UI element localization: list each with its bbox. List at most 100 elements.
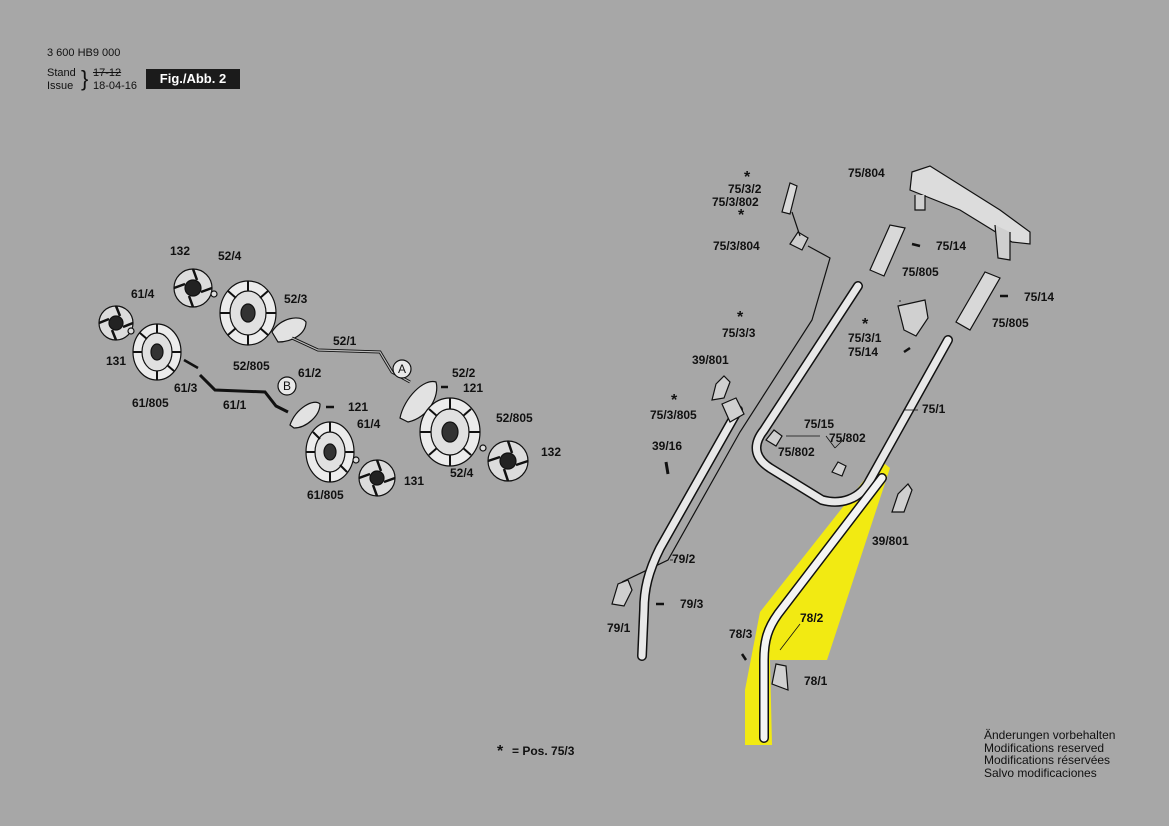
part-label: 61/4 xyxy=(131,287,155,301)
clip-75-802 xyxy=(831,461,847,477)
callout-circle-b xyxy=(277,376,297,396)
notice-es: Salvo modificaciones xyxy=(984,765,1097,780)
part-label: 75/802 xyxy=(778,445,815,459)
washer-61-4-top xyxy=(127,327,135,335)
part-label: 75/14 xyxy=(848,345,879,359)
hub-cap-131-bottom xyxy=(358,459,396,497)
part-label: 39/16 xyxy=(652,439,683,453)
part-label: 121 xyxy=(348,400,369,414)
bracket-52-3 xyxy=(271,317,307,343)
issue-date: 18-04-16 xyxy=(93,80,138,92)
bracket-52-2 xyxy=(399,380,438,423)
handle-bar-75-804 xyxy=(909,165,1031,245)
part-label: 39/801 xyxy=(692,353,729,367)
hub-cap-132-top xyxy=(173,268,213,308)
part-label: 52/4 xyxy=(450,466,474,480)
part-label: 52/1 xyxy=(333,334,357,348)
part-label: 61/2 xyxy=(298,366,322,380)
lever-75-3-2 xyxy=(781,182,798,215)
stand-old-date: 17-12 xyxy=(93,67,122,79)
doc-number: 3 600 HB9 000 xyxy=(47,47,121,59)
stand-label: Stand xyxy=(47,67,76,79)
part-label: 75/3/2 xyxy=(728,182,762,196)
part-label: 75/3/804 xyxy=(713,239,760,253)
handle-sleeve-75-805-a xyxy=(869,224,906,277)
star-marker: * xyxy=(744,169,751,186)
highlight-region xyxy=(745,460,890,745)
part-label: 132 xyxy=(541,445,562,459)
part-label: 79/1 xyxy=(607,621,631,635)
star-marker: * xyxy=(737,309,744,326)
part-label: 132 xyxy=(170,244,191,258)
part-label: 75/3/1 xyxy=(848,331,882,345)
part-label: 52/2 xyxy=(452,366,476,380)
part-label: 39/801 xyxy=(872,534,909,548)
part-label: 75/14 xyxy=(936,239,967,253)
part-label: 75/805 xyxy=(992,316,1029,330)
lever-39-801-a xyxy=(711,375,731,401)
screw-39-16 xyxy=(664,461,670,475)
part-label: 61/805 xyxy=(132,396,169,410)
modifications-notice: Änderungen vorbehalten Modifications res… xyxy=(984,729,1115,779)
cable-75-3-3 xyxy=(621,211,831,583)
screw-75-14-a xyxy=(911,242,921,248)
wheel-61-805-bottom xyxy=(305,421,355,483)
notice-de: Änderungen vorbehalten xyxy=(984,728,1116,742)
bracket-61-2 xyxy=(289,401,321,429)
part-label: 61/805 xyxy=(307,488,344,502)
screw-61-3 xyxy=(183,358,199,370)
handle-sleeve-75-805-b xyxy=(955,271,1001,331)
part-label: 78/2 xyxy=(800,611,824,625)
notice-en: Modifications reserved xyxy=(984,740,1105,755)
lever-39-801-b xyxy=(891,483,913,513)
part-label: 52/4 xyxy=(218,249,242,263)
issue-label: Issue xyxy=(47,80,74,92)
part-label: 61/1 xyxy=(223,398,247,412)
part-label: 75/802 xyxy=(829,431,866,445)
part-label: 131 xyxy=(404,474,425,488)
star-marker: * xyxy=(862,316,869,333)
part-label: 52/805 xyxy=(496,411,533,425)
part-label: 75/804 xyxy=(848,166,885,180)
part-label: 61/3 xyxy=(174,381,198,395)
part-label: 52/3 xyxy=(284,292,308,306)
clip-78-1 xyxy=(771,663,789,691)
part-label: 78/1 xyxy=(804,674,828,688)
clip-79-1 xyxy=(611,579,633,607)
notice-fr: Modifications réservées xyxy=(984,753,1111,768)
part-label: 75/3/805 xyxy=(650,408,697,422)
part-label: 79/2 xyxy=(672,552,696,566)
hub-cap-131-left xyxy=(98,305,134,341)
star-marker: * xyxy=(671,392,678,409)
part-label: 75/15 xyxy=(804,417,835,431)
part-label: 131 xyxy=(106,354,127,368)
brace-icon: } xyxy=(81,66,89,91)
part-label: 75/14 xyxy=(1024,290,1055,304)
callout-letter-b: B xyxy=(283,379,292,393)
clamp-75-3-805 xyxy=(721,397,745,423)
part-label: 75/805 xyxy=(902,265,939,279)
wheel-52-805-top xyxy=(219,280,277,346)
callout-letter-a: A xyxy=(398,362,407,376)
wheel-52-805-bottom xyxy=(419,397,481,467)
axle-61-1 xyxy=(198,373,289,414)
part-label: 79/3 xyxy=(680,597,704,611)
washer-52-4-top xyxy=(210,290,218,298)
wheel-61-805-left xyxy=(132,323,182,381)
screw-75-14-c xyxy=(903,346,911,354)
part-label: 61/4 xyxy=(357,417,381,431)
star-marker: * xyxy=(738,207,745,224)
clip-75-15 xyxy=(765,429,783,447)
part-label: 121 xyxy=(463,381,484,395)
hub-cap-132-bottom xyxy=(487,440,529,482)
part-label: 75/3/3 xyxy=(722,326,756,340)
footnote-text: = Pos. 75/3 xyxy=(512,744,575,758)
part-label: 52/805 xyxy=(233,359,270,373)
washer-61-4-bottom xyxy=(352,456,360,464)
footnote-star: * xyxy=(497,743,504,760)
part-label: 75/1 xyxy=(922,402,946,416)
part-75-3-1 xyxy=(897,299,929,337)
clip-75-3-804 xyxy=(789,231,809,251)
